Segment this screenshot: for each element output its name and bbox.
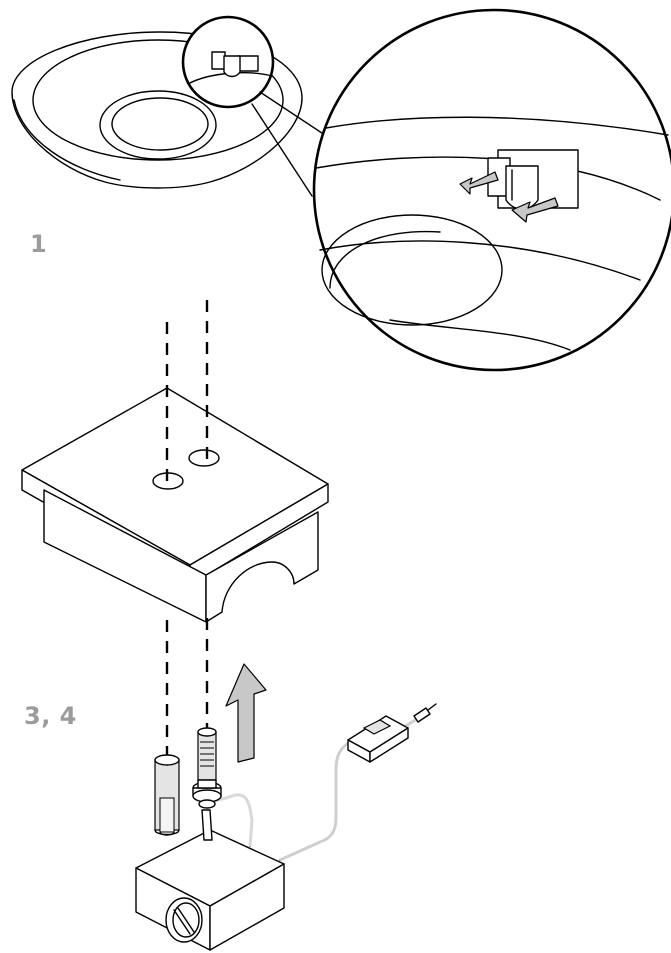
zoom-detail-circle — [312, 8, 671, 372]
clip-detail — [487, 149, 579, 210]
alignment-lines — [165, 300, 209, 770]
lift-arrow-icon — [225, 663, 267, 763]
nebulizer-cylinder — [154, 754, 180, 836]
zoom-marker-circle — [181, 15, 275, 109]
sensor-tube — [192, 727, 222, 809]
step-label-3-4: 3, 4 — [24, 702, 77, 730]
removal-arrow-icon — [459, 171, 559, 223]
atomizer-unit — [135, 703, 437, 951]
step-label-1: 1 — [30, 230, 48, 258]
cover-block — [21, 387, 329, 623]
